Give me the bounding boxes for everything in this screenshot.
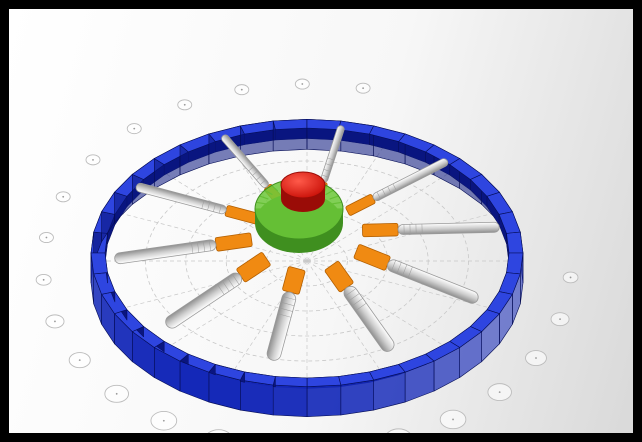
spoke-collar	[215, 233, 252, 252]
rim-top	[307, 119, 341, 129]
spoke-collar	[362, 223, 398, 236]
marker-dot	[184, 104, 186, 106]
rim-outer-wall	[273, 385, 307, 417]
spoke	[324, 261, 398, 355]
marker-dot	[43, 279, 45, 281]
marker-dot	[362, 87, 364, 89]
marker-dot	[499, 391, 501, 393]
marker-dot	[301, 83, 303, 85]
spoke-collar	[345, 194, 376, 216]
rim-outer-wall	[341, 380, 374, 415]
spoke	[353, 244, 480, 306]
spoke-body	[114, 233, 253, 266]
spoke	[362, 221, 499, 237]
rim-top	[507, 253, 524, 274]
rim-segment	[273, 377, 307, 417]
rim-outer-wall	[240, 380, 273, 415]
spoke-shaft	[386, 258, 480, 305]
rim-segment	[240, 372, 275, 415]
spoke	[162, 252, 271, 332]
marker-dot	[241, 89, 243, 91]
marker-dot	[133, 128, 135, 130]
marker-circle	[325, 439, 353, 442]
central-hub	[281, 172, 325, 212]
rim-segment	[240, 121, 275, 156]
marker-circle	[385, 429, 412, 442]
spoke-shaft	[398, 222, 499, 235]
spoke	[345, 156, 449, 216]
spoke	[135, 181, 259, 224]
rim-segment	[339, 372, 374, 415]
marker-dot	[54, 321, 56, 323]
spoke-collar	[282, 266, 305, 294]
spoke	[114, 233, 253, 266]
spoke-body	[162, 252, 271, 332]
rim-segment	[369, 364, 405, 410]
marker-dot	[163, 420, 165, 422]
rim-outer-wall	[307, 385, 341, 417]
marker-circle	[205, 430, 232, 442]
marker-dot	[452, 419, 454, 421]
spoke-body	[362, 221, 499, 237]
marker-dot	[79, 359, 81, 361]
marker-dot	[218, 439, 220, 441]
rim-segment	[273, 119, 307, 151]
spoke-body	[353, 244, 480, 306]
marker-dot	[535, 357, 537, 359]
marker-dot	[62, 196, 64, 198]
spoke	[264, 266, 306, 362]
rim-segment	[307, 377, 341, 417]
hub-top	[281, 172, 325, 198]
spokes-front	[162, 244, 480, 362]
spoke-shaft	[163, 270, 244, 330]
spoke-body	[324, 261, 398, 355]
marker-dot	[92, 159, 94, 161]
rim-segment	[339, 121, 374, 156]
spoke-shaft	[341, 284, 396, 354]
marker-dot	[46, 237, 48, 239]
radial-assembly-diagram	[9, 9, 642, 442]
rim-top	[507, 232, 524, 253]
spoke-shaft	[266, 291, 298, 362]
rim-top	[273, 119, 307, 129]
marker-dot	[570, 277, 572, 279]
rim-top	[273, 377, 307, 387]
marker-dot	[559, 318, 561, 320]
spoke-shaft	[135, 182, 227, 214]
rim-top	[91, 253, 108, 274]
rim-top	[307, 377, 341, 387]
spoke-body	[345, 156, 449, 216]
marker-dot	[116, 393, 118, 395]
marker-dot	[398, 438, 400, 440]
spoke-body	[135, 181, 259, 224]
spoke-shaft	[114, 239, 217, 264]
spoke-collar	[225, 205, 259, 224]
spoke-body	[264, 266, 306, 362]
